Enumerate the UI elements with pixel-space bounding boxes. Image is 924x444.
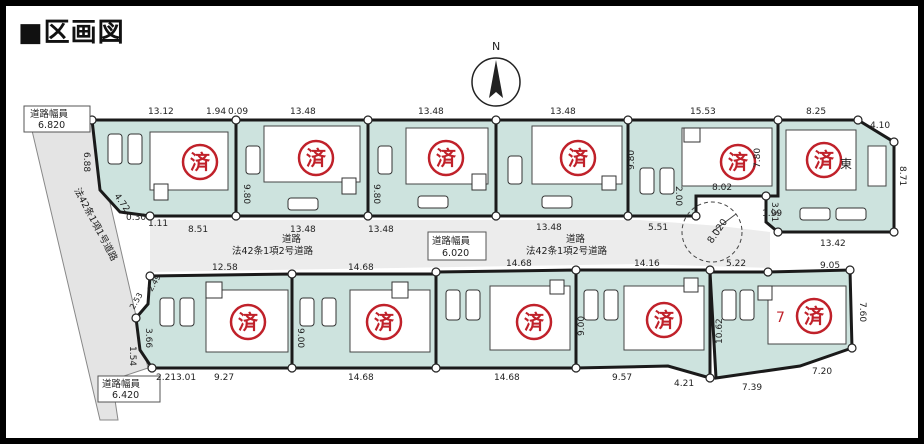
svg-text:8.71: 8.71 <box>897 166 907 186</box>
svg-text:8.25: 8.25 <box>806 107 826 117</box>
svg-text:済: 済 <box>238 310 259 334</box>
svg-text:13.42: 13.42 <box>820 239 846 249</box>
svg-text:6.820: 6.820 <box>38 120 65 131</box>
sold-stamp-3: 済 <box>427 139 465 177</box>
svg-text:14.68: 14.68 <box>506 259 532 269</box>
sold-stamp-5: 済 <box>719 143 757 181</box>
svg-text:9.80: 9.80 <box>241 184 251 204</box>
lot-11 <box>708 268 854 380</box>
svg-text:6.020: 6.020 <box>442 248 469 259</box>
svg-text:14.68: 14.68 <box>494 373 520 383</box>
svg-text:4.10: 4.10 <box>870 121 890 131</box>
svg-text:5.51: 5.51 <box>648 223 668 233</box>
svg-text:5.22: 5.22 <box>726 259 746 269</box>
svg-text:1.54: 1.54 <box>127 346 137 366</box>
svg-text:3.51: 3.51 <box>769 202 779 222</box>
svg-text:9.00: 9.00 <box>577 316 587 336</box>
sold-stamp-4: 済 <box>559 139 597 177</box>
cul-de-sac-circle <box>681 201 743 263</box>
svg-text:済: 済 <box>190 150 211 174</box>
svg-text:13.12: 13.12 <box>148 107 174 117</box>
svg-text:道路幅員: 道路幅員 <box>30 108 69 120</box>
svg-text:0.30: 0.30 <box>126 213 146 223</box>
svg-text:7.20: 7.20 <box>812 367 832 377</box>
svg-text:法42条1項2号道路: 法42条1項2号道路 <box>526 245 608 257</box>
svg-text:9.27: 9.27 <box>214 373 234 383</box>
svg-text:済: 済 <box>436 146 457 170</box>
lot-1 <box>90 118 238 218</box>
lot-10 <box>574 268 712 380</box>
svg-text:2.00: 2.00 <box>673 186 683 206</box>
svg-text:7.60: 7.60 <box>857 302 867 322</box>
svg-text:済: 済 <box>728 150 749 174</box>
svg-text:1.11: 1.11 <box>148 219 168 229</box>
svg-text:13.48: 13.48 <box>290 107 316 117</box>
svg-text:7.80: 7.80 <box>753 148 763 168</box>
svg-text:済: 済 <box>814 148 835 172</box>
svg-text:13.48: 13.48 <box>290 225 316 235</box>
svg-text:済: 済 <box>804 304 825 328</box>
svg-text:13.48: 13.48 <box>368 225 394 235</box>
svg-text:3.66: 3.66 <box>143 328 153 348</box>
east-wing-mark: 東 <box>840 157 852 171</box>
svg-text:10.62: 10.62 <box>715 318 725 344</box>
lot-4 <box>494 118 630 218</box>
svg-text:9.00: 9.00 <box>295 328 305 348</box>
sold-stamp-11: 済 <box>795 297 833 335</box>
svg-text:道路: 道路 <box>566 233 586 245</box>
svg-text:14.16: 14.16 <box>634 259 660 269</box>
svg-text:道路幅員: 道路幅員 <box>102 378 141 390</box>
north-arrow-icon: N <box>471 40 521 107</box>
sold-stamp-10: 済 <box>645 301 683 339</box>
sold-stamp-9: 済 <box>515 303 553 341</box>
lot-number-mark: 7 <box>776 310 785 326</box>
svg-text:6.420: 6.420 <box>112 390 139 401</box>
svg-text:1.94: 1.94 <box>206 107 226 117</box>
svg-text:9.05: 9.05 <box>820 261 840 271</box>
svg-text:済: 済 <box>654 308 675 332</box>
sold-stamp-7: 済 <box>229 303 267 341</box>
svg-text:0.09: 0.09 <box>228 107 248 117</box>
svg-text:道路: 道路 <box>282 233 302 245</box>
svg-text:12.58: 12.58 <box>212 263 238 273</box>
svg-text:6.88: 6.88 <box>81 152 91 172</box>
svg-text:7.39: 7.39 <box>742 383 762 393</box>
sold-stamp-8: 済 <box>365 303 403 341</box>
svg-text:14.68: 14.68 <box>348 373 374 383</box>
svg-text:13.48: 13.48 <box>536 223 562 233</box>
svg-text:8.51: 8.51 <box>188 225 208 235</box>
svg-text:3.01: 3.01 <box>176 373 196 383</box>
sold-stamp-1: 済 <box>181 143 219 181</box>
center-road-labels: 道路 法42条1項2号道路 道路幅員 6.020 道路 法42条1項2号道路 8… <box>232 217 730 261</box>
svg-text:14.68: 14.68 <box>348 263 374 273</box>
svg-text:4.21: 4.21 <box>674 379 694 389</box>
svg-text:2.21: 2.21 <box>156 373 176 383</box>
north-label: N <box>492 40 500 53</box>
boundary-posts <box>87 115 899 383</box>
svg-text:済: 済 <box>524 310 545 334</box>
svg-text:1.99: 1.99 <box>762 209 782 219</box>
dimension-labels: 13.12 1.94 0.09 13.48 13.48 13.48 15.53 … <box>81 107 907 393</box>
svg-text:8.02: 8.02 <box>712 183 732 193</box>
svg-text:9.80: 9.80 <box>627 150 637 170</box>
svg-text:9.57: 9.57 <box>612 373 632 383</box>
page-title: ■区画図 <box>18 18 125 48</box>
svg-text:9.80: 9.80 <box>371 184 381 204</box>
svg-text:13.48: 13.48 <box>418 107 444 117</box>
svg-text:法42条1項2号道路: 法42条1項2号道路 <box>232 245 314 257</box>
sold-stamp-6: 済 <box>805 141 843 179</box>
lot-9 <box>434 268 578 370</box>
sold-stamp-2: 済 <box>297 139 335 177</box>
lot-7 <box>134 272 294 370</box>
svg-text:13.48: 13.48 <box>550 107 576 117</box>
svg-text:済: 済 <box>568 146 589 170</box>
lot-8 <box>290 272 438 370</box>
svg-text:済: 済 <box>374 310 395 334</box>
svg-text:15.53: 15.53 <box>690 107 716 117</box>
svg-text:済: 済 <box>306 146 327 170</box>
svg-text:道路幅員: 道路幅員 <box>432 235 471 247</box>
